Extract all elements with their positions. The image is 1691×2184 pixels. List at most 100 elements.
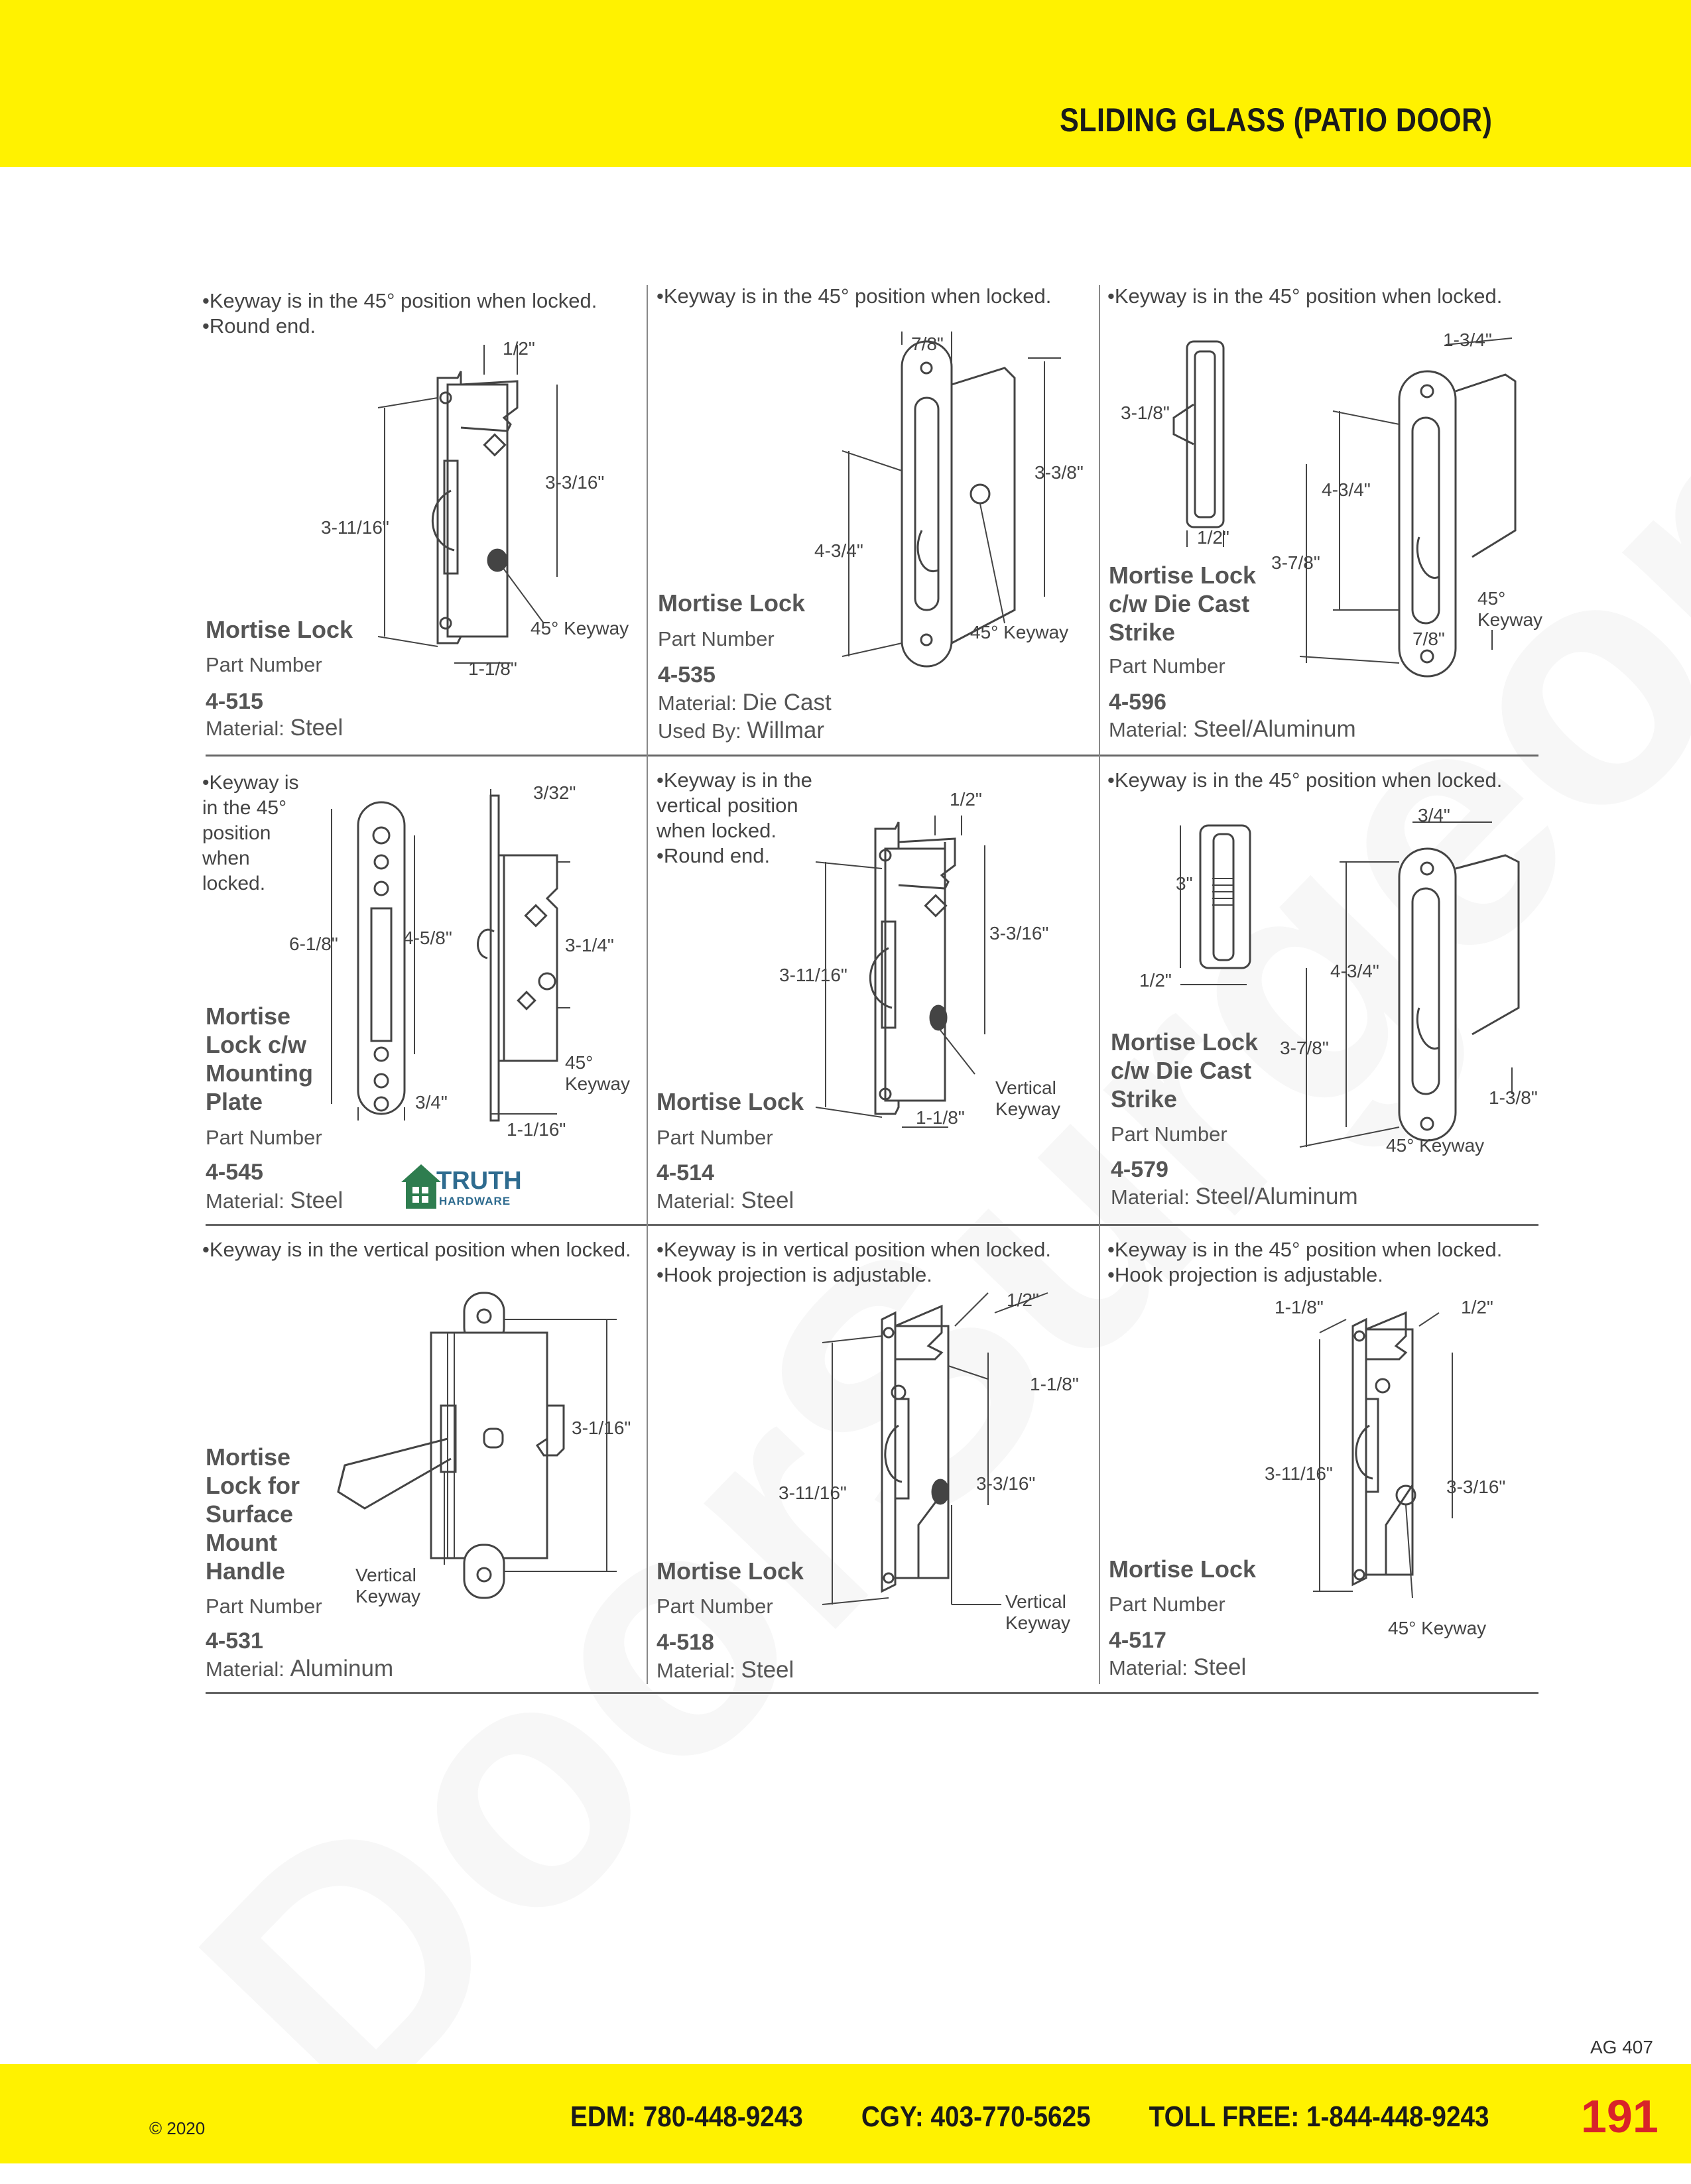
dimension-label: 3-1/16" bbox=[572, 1418, 631, 1438]
header-bar bbox=[0, 0, 1691, 167]
dimension-label: 3-11/16" bbox=[321, 517, 389, 538]
used-by-label: Used By: bbox=[658, 719, 741, 743]
material-label: Material: bbox=[206, 717, 284, 740]
product-notes: •Keyway is in the 45° position when lock… bbox=[1107, 284, 1503, 308]
material: Material: Steel/Aluminum bbox=[1109, 716, 1356, 743]
dimension-label: 45° Keyway bbox=[1386, 1135, 1485, 1156]
mortise-lock-diagram bbox=[815, 816, 985, 1128]
material: Material: Steel/Aluminum bbox=[1111, 1183, 1358, 1210]
toll-free-phone: TOLL FREE: 1-844-448-9243 bbox=[1149, 2100, 1489, 2133]
mortise-lock-diagram bbox=[377, 345, 558, 664]
used-by: Used By: Willmar bbox=[658, 717, 824, 744]
part-number-label: Part Number bbox=[1109, 1593, 1225, 1616]
dimension-label: Vertical Keyway bbox=[355, 1565, 421, 1607]
dimension-label: 3-3/8" bbox=[1034, 462, 1084, 483]
part-number-label: Part Number bbox=[657, 1126, 773, 1149]
material-label: Material: bbox=[206, 1658, 284, 1681]
dimension-label: 45° Keyway bbox=[1477, 588, 1543, 630]
material: Material: Steel bbox=[206, 1187, 343, 1214]
dimension-label: 1/2" bbox=[1007, 1290, 1039, 1310]
dimension-label: 3/4" bbox=[415, 1092, 448, 1113]
part-number-label: Part Number bbox=[206, 1595, 322, 1618]
dimension-label: 1/2" bbox=[1197, 527, 1229, 548]
dimension-label: 45° Keyway bbox=[1388, 1618, 1487, 1638]
material-value: Steel bbox=[741, 1187, 794, 1213]
dimension-label: 3-3/16" bbox=[989, 923, 1049, 943]
mortise-lock-strike-diagram bbox=[1180, 821, 1520, 1148]
product-notes: •Keyway is in the vertical position when… bbox=[657, 768, 812, 867]
part-number: 4-596 bbox=[1109, 690, 1166, 715]
part-number-label: Part Number bbox=[1109, 654, 1225, 678]
product-name: Mortise Lock bbox=[657, 1088, 804, 1115]
footer-bar bbox=[0, 2064, 1691, 2163]
dimension-label: 45° Keyway bbox=[531, 618, 629, 638]
dimension-label: 1-1/16" bbox=[507, 1119, 566, 1140]
edm-phone: EDM: 780-448-9243 bbox=[570, 2100, 803, 2133]
dimension-label: 3-11/16" bbox=[779, 965, 847, 985]
material-label: Material: bbox=[206, 1189, 284, 1213]
dimension-label: 1-1/8" bbox=[916, 1107, 965, 1128]
page-number: 191 bbox=[1581, 2091, 1659, 2142]
dimension-label: 6-1/8" bbox=[289, 934, 338, 954]
product-name: Mortise Lock bbox=[658, 589, 806, 617]
dimension-label: 3-3/16" bbox=[545, 472, 605, 493]
product-name: Mortise Lock bbox=[657, 1557, 804, 1585]
dimension-label: 4-3/4" bbox=[1330, 961, 1379, 981]
product-notes: •Keyway is in the 45° position when lock… bbox=[202, 772, 299, 894]
product-notes: •Keyway is in the vertical position when… bbox=[202, 1238, 631, 1261]
dimension-label: 3-3/16" bbox=[976, 1473, 1036, 1494]
material-value: Steel/Aluminum bbox=[1195, 1183, 1358, 1209]
mortise-lock-diagram bbox=[1313, 1311, 1453, 1599]
mortise-lock-strike-diagram bbox=[1172, 337, 1517, 678]
dimension-label: 1/2" bbox=[1461, 1297, 1493, 1317]
dimension-label: 3-7/8" bbox=[1271, 552, 1320, 573]
product-notes: •Keyway is in the 45° position when lock… bbox=[1107, 768, 1503, 792]
dimension-label: 1-1/8" bbox=[1030, 1374, 1079, 1394]
product-name: Mortise Lock c/w Mounting Plate bbox=[206, 1002, 313, 1115]
row-divider bbox=[206, 755, 1538, 757]
dimension-label: Vertical Keyway bbox=[1005, 1591, 1071, 1633]
part-number: 4-535 bbox=[658, 662, 716, 688]
material-value: Aluminum bbox=[290, 1656, 394, 1681]
copyright: © 2020 bbox=[149, 2118, 206, 2138]
dimension-label: 4-5/8" bbox=[403, 928, 452, 948]
dimension-label: 3" bbox=[1176, 873, 1193, 894]
material: Material: Aluminum bbox=[206, 1656, 393, 1682]
material: Material: Steel bbox=[206, 715, 343, 741]
dimension-label: 7/8" bbox=[1412, 629, 1445, 649]
dimension-label: Vertical Keyway bbox=[995, 1077, 1061, 1119]
dimension-label: 3/32" bbox=[533, 782, 576, 803]
dimension-label: 3-11/16" bbox=[1265, 1463, 1333, 1484]
used-by-value: Willmar bbox=[747, 717, 825, 743]
material-value: Steel bbox=[290, 715, 344, 741]
material-label: Material: bbox=[1109, 1656, 1188, 1679]
material-value: Steel bbox=[290, 1187, 344, 1213]
material-value: Steel bbox=[1193, 1654, 1247, 1680]
material-value: Die Cast bbox=[742, 690, 832, 715]
dimension-label: 1-1/8" bbox=[468, 658, 517, 679]
dimension-label: 4-3/4" bbox=[814, 540, 863, 561]
dimension-label: 3-7/8" bbox=[1280, 1038, 1329, 1058]
dimension-label: 1-1/8" bbox=[1275, 1297, 1324, 1317]
material-label: Material: bbox=[657, 1189, 735, 1213]
dimension-label: 3/4" bbox=[1418, 805, 1450, 825]
brand-name: TRUTH bbox=[436, 1167, 522, 1195]
dimension-label: 4-3/4" bbox=[1322, 479, 1371, 500]
dimension-label: 45° Keyway bbox=[970, 622, 1069, 642]
part-number-label: Part Number bbox=[206, 1126, 322, 1149]
product-notes: •Keyway is in the 45° position when lock… bbox=[202, 289, 597, 337]
material-label: Material: bbox=[1109, 718, 1188, 741]
product-name: Mortise Lock for Surface Mount Handle bbox=[206, 1443, 300, 1585]
catalog-code: AG 407 bbox=[1590, 2037, 1653, 2057]
part-number: 4-515 bbox=[206, 689, 263, 714]
row-divider bbox=[206, 1224, 1538, 1226]
part-number: 4-518 bbox=[657, 1630, 714, 1655]
dimension-label: 3-1/4" bbox=[565, 935, 614, 955]
section-title: SLIDING GLASS (PATIO DOOR) bbox=[1059, 101, 1492, 139]
dimension-label: 1-3/8" bbox=[1489, 1087, 1538, 1108]
brand-sub: HARDWARE bbox=[439, 1195, 511, 1207]
part-number-label: Part Number bbox=[657, 1595, 773, 1618]
mortise-lock-mounting-plate-diagram bbox=[331, 789, 570, 1122]
product-notes: •Keyway is in vertical position when loc… bbox=[657, 1238, 1051, 1286]
